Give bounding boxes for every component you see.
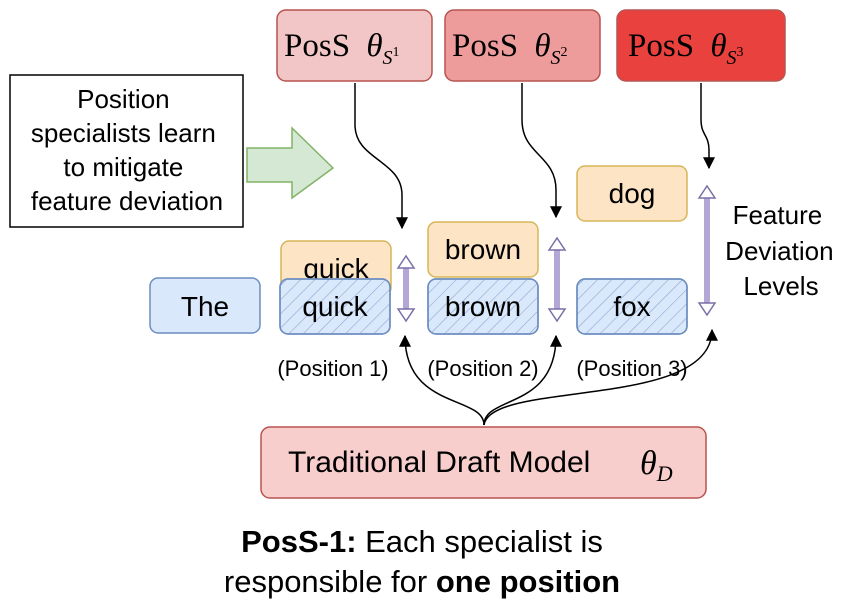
specialist-label: PosS <box>628 28 694 64</box>
svg-text:dog: dog <box>609 178 656 209</box>
caption-line-1: PosS-1: Each specialist is <box>0 522 844 562</box>
specialist-arrow-2 <box>521 83 562 219</box>
specialist-label: PosS <box>284 28 350 64</box>
svg-text:PosS θS1: PosS θS1 <box>284 28 400 69</box>
position-label-2: (Position 2) <box>427 356 538 381</box>
feature-deviation-label: Feature Deviation Levels <box>725 200 841 301</box>
specialist-box-1: PosS θS1 <box>276 9 433 82</box>
caption-bold-emphasis: one position <box>435 564 621 599</box>
svg-text:brown: brown <box>445 291 521 322</box>
callout-line: specialists learn <box>31 118 216 148</box>
callout-line: Position <box>77 84 170 114</box>
draft-arrow-1 <box>399 334 485 426</box>
specialist-sub: 2 <box>561 45 568 60</box>
caption-text: Each specialist is <box>356 524 603 559</box>
token-brown: brown <box>427 278 539 335</box>
caption-text: responsible for <box>223 564 436 599</box>
token-dog-draft: dog <box>576 165 688 222</box>
callout-line: feature deviation <box>31 186 223 216</box>
svg-text:brown: brown <box>445 234 521 265</box>
svg-text:θD: θD <box>640 445 673 486</box>
token-the: The <box>149 277 261 334</box>
deviation-arrow-1 <box>396 254 416 323</box>
svg-text:Position specialists lea: Position specialists learn to mitigate f… <box>31 84 223 216</box>
specialist-label: PosS <box>452 28 518 64</box>
token-fox: fox <box>576 278 688 335</box>
callout-box: Position specialists learn to mitigate f… <box>9 74 244 228</box>
specialist-sub: 3 <box>737 45 744 60</box>
svg-text:fox: fox <box>613 291 650 322</box>
svg-text:PosS θS3: PosS θS3 <box>628 28 744 69</box>
specialist-arrow-1 <box>354 83 408 230</box>
caption-bold-title: PosS-1: <box>241 524 357 559</box>
svg-text:PosS θS2: PosS θS2 <box>452 28 568 69</box>
draft-arrow-3 <box>483 328 718 426</box>
draft-model-box: Traditional Draft Model θD <box>260 426 707 499</box>
draft-arrow-2 <box>483 334 562 426</box>
specialist-box-2: PosS θS2 <box>444 9 601 82</box>
svg-text:The: The <box>181 291 229 322</box>
token-quick: quick <box>279 278 391 335</box>
position-label-1: (Position 1) <box>277 356 388 381</box>
specialist-arrow-3 <box>700 83 715 170</box>
position-label-3: (Position 3) <box>576 356 687 381</box>
draft-model-label: Traditional Draft Model <box>288 446 590 479</box>
caption-line-2: responsible for one position <box>0 562 844 602</box>
deviation-arrow-3 <box>697 184 717 317</box>
deviation-arrow-2 <box>547 236 567 323</box>
specialist-box-3: PosS θS3 <box>616 9 786 82</box>
token-brown-draft: brown <box>427 221 539 278</box>
svg-text:quick: quick <box>302 291 368 322</box>
green-arrow-icon <box>246 126 335 200</box>
specialist-sub: 1 <box>393 45 400 60</box>
callout-line: to mitigate <box>63 152 183 182</box>
